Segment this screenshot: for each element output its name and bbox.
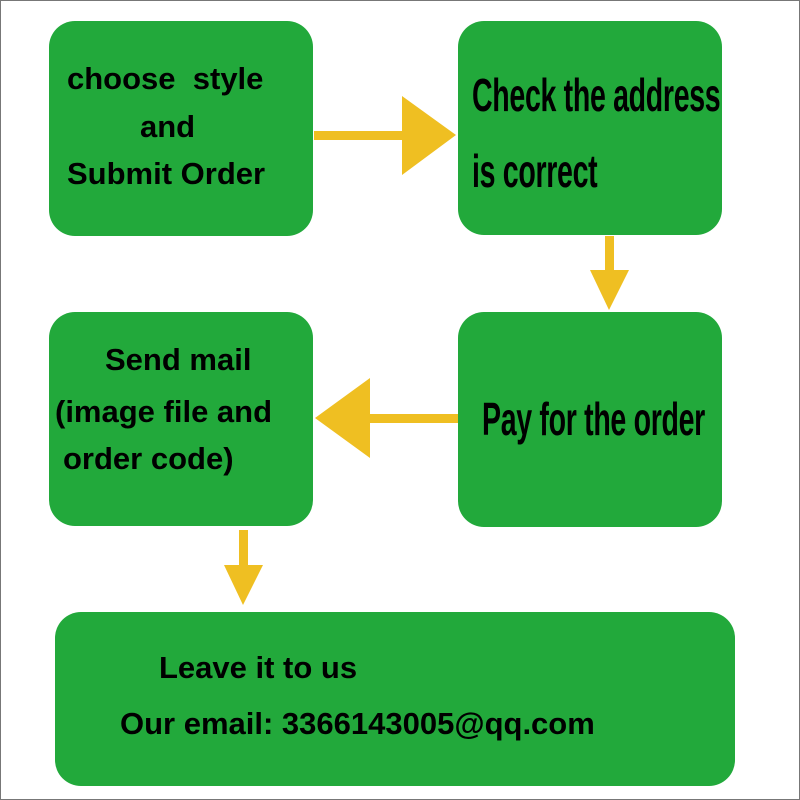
step-text: Pay for the order: [482, 393, 705, 445]
step-text: is correct: [472, 145, 598, 197]
step-choose-style: choose style and Submit Order: [49, 21, 313, 236]
step-send-mail: Send mail (image file and order code): [49, 312, 313, 526]
step-text: Send mail: [105, 342, 252, 377]
step-text: Submit Order: [67, 156, 266, 191]
contact-email: Our email: 3366143005@qq.com: [120, 706, 595, 741]
step-text: and: [140, 109, 196, 144]
step-text: (image file and: [55, 394, 273, 429]
step-leave-to-us: Leave it to us Our email: 3366143005@qq.…: [55, 612, 735, 786]
step-check-address: Check the address is correct: [458, 21, 722, 235]
step-text: Check the address: [472, 69, 721, 121]
arrow-down-icon: [590, 236, 629, 310]
arrow-down-icon: [224, 530, 263, 605]
arrow-left-icon: [315, 378, 458, 458]
step-text: Leave it to us: [159, 650, 358, 685]
step-pay-order: Pay for the order: [458, 312, 722, 527]
step-text: choose style: [67, 61, 264, 96]
step-text: order code): [63, 441, 234, 476]
arrow-right-icon: [314, 96, 456, 175]
